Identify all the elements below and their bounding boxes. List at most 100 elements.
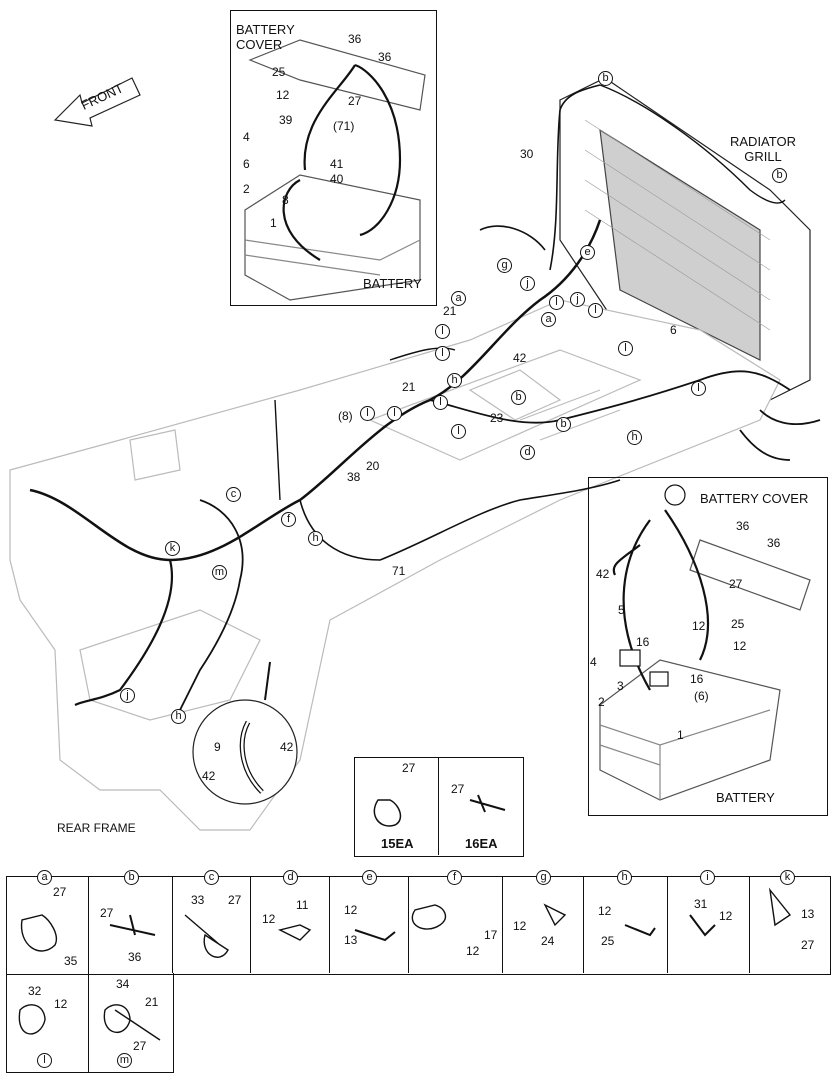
legend-part: 12 (344, 903, 358, 917)
part-label: 27 (729, 577, 743, 591)
battery-right-label: BATTERY (716, 790, 775, 805)
callout-a: a (541, 312, 556, 327)
part-label: 27 (451, 782, 465, 796)
callout-l: l (435, 324, 450, 339)
part-label: 41 (330, 157, 344, 171)
legend-divider (88, 876, 89, 1072)
part-label: 71 (392, 564, 406, 578)
callout-l: l (360, 406, 375, 421)
legend-part: 12 (598, 904, 612, 918)
part-label: (71) (333, 119, 355, 133)
part-label: 36 (348, 32, 362, 46)
legend-part: 25 (601, 934, 615, 948)
hardware-qty-left: 15EA (381, 836, 414, 851)
legend-key-f: f (447, 870, 462, 885)
hardware-qty-right: 16EA (465, 836, 498, 851)
part-label: 4 (243, 130, 250, 144)
part-label: 40 (330, 172, 344, 186)
callout-l: l (433, 395, 448, 410)
callout-e: e (580, 245, 595, 260)
part-label: 42 (202, 769, 216, 783)
legend-part: 31 (694, 897, 708, 911)
part-label: 42 (596, 567, 610, 581)
part-label: 16 (636, 635, 650, 649)
legend-part: 34 (116, 977, 130, 991)
callout-l: l (618, 341, 633, 356)
legend-part: 32 (28, 984, 42, 998)
legend-part: 27 (133, 1039, 147, 1053)
legend-part: 21 (145, 995, 159, 1009)
callout-l: l (435, 346, 450, 361)
part-label: 6 (243, 157, 250, 171)
legend-part: 33 (191, 893, 205, 907)
part-label: 12 (276, 88, 290, 102)
legend-key-i: i (700, 870, 715, 885)
part-label: (6) (694, 689, 709, 703)
battery-cover-right-inset (588, 477, 828, 816)
part-label: 1 (677, 728, 684, 742)
part-label: 16 (690, 672, 704, 686)
legend-key-d: d (283, 870, 298, 885)
part-label: 42 (513, 351, 527, 365)
callout-f: f (281, 512, 296, 527)
callout-m: m (212, 565, 227, 580)
legend-divider (583, 876, 584, 973)
legend-divider (172, 876, 173, 973)
callout-l: l (588, 303, 603, 318)
part-label: 30 (520, 147, 534, 161)
legend-divider (329, 876, 330, 973)
part-label: 36 (378, 50, 392, 64)
callout-c: c (226, 487, 241, 502)
legend-grid-row2 (6, 973, 174, 1073)
rear-frame-label: REAR FRAME (57, 821, 136, 835)
legend-key-m: m (117, 1053, 132, 1068)
part-label: 39 (279, 113, 293, 127)
legend-part: 17 (484, 928, 498, 942)
callout-h: h (171, 709, 186, 724)
part-label: 5 (618, 603, 625, 617)
battery-cover-right-title: BATTERY COVER (700, 491, 809, 506)
legend-key-l: l (37, 1053, 52, 1068)
legend-part: 12 (719, 909, 733, 923)
radiator-grill-label: RADIATOR GRILL (730, 134, 796, 164)
callout-a: a (451, 291, 466, 306)
legend-part: 36 (128, 950, 142, 964)
battery-cover-top-inset (230, 10, 437, 306)
legend-part: 12 (466, 944, 480, 958)
part-label: 25 (272, 65, 286, 79)
part-label: 3 (617, 679, 624, 693)
battery-cover-top-title: BATTERY COVER (236, 22, 295, 52)
part-label: 27 (348, 94, 362, 108)
callout-h: h (308, 531, 323, 546)
legend-part: 13 (344, 933, 358, 947)
part-label: 9 (214, 740, 221, 754)
part-label: (8) (338, 409, 353, 423)
legend-divider (749, 876, 750, 973)
hardware-box (354, 757, 524, 857)
callout-d: d (520, 445, 535, 460)
callout-h: h (447, 373, 462, 388)
legend-key-a: a (37, 870, 52, 885)
callout-l: l (549, 295, 564, 310)
legend-part: 13 (801, 907, 815, 921)
part-label: 6 (670, 323, 677, 337)
part-label: 21 (402, 380, 416, 394)
callout-b: b (598, 71, 613, 86)
part-label: 21 (443, 304, 457, 318)
part-label: 42 (280, 740, 294, 754)
callout-j: j (520, 276, 535, 291)
legend-divider (502, 876, 503, 973)
callout-j: j (570, 292, 585, 307)
hardware-box-divider (438, 757, 439, 855)
callout-j: j (120, 688, 135, 703)
callout-b: b (772, 168, 787, 183)
front-arrow-icon (53, 77, 141, 127)
callout-h: h (627, 430, 642, 445)
part-label: 25 (731, 617, 745, 631)
legend-divider (250, 876, 251, 973)
callout-l: l (691, 381, 706, 396)
part-label: 12 (692, 619, 706, 633)
part-label: 2 (598, 695, 605, 709)
legend-part: 27 (100, 906, 114, 920)
